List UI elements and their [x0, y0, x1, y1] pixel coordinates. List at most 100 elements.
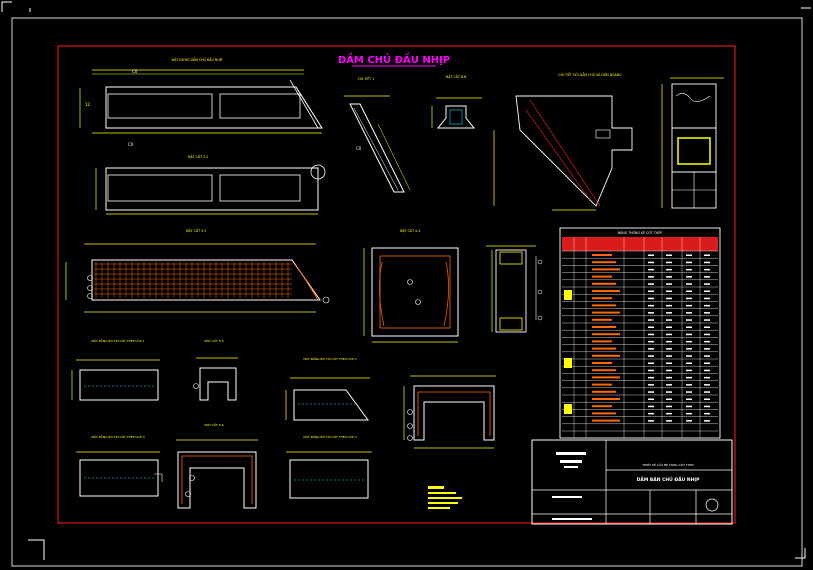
table-cell-value	[666, 319, 672, 321]
table-cell-value	[666, 326, 672, 328]
title-block-sheet-name: DẦM BẢN CHỦ ĐẦU NHỊP	[637, 474, 700, 483]
table-cell-value	[648, 369, 654, 372]
table-cell-value	[704, 340, 710, 343]
small-section-6-label: MẶT CẮT 6-6	[204, 422, 223, 427]
table-cell-value	[686, 268, 692, 271]
table-cell-value	[686, 333, 692, 336]
table-cell-value	[666, 348, 672, 350]
table-cell-value	[686, 276, 692, 278]
elevation-view: MẶT ĐỨNG DẦM CHỦ ĐẦU NHỊP 12 C0 C0	[79, 57, 323, 147]
table-bar-shape	[592, 369, 616, 372]
table-cell-value	[686, 412, 692, 415]
table-cell-value	[648, 326, 654, 328]
table-bar-shape	[592, 419, 620, 422]
table-cell-value	[704, 369, 710, 372]
table-cell-value	[686, 254, 692, 256]
table-cell-value	[686, 297, 692, 300]
table-cell-value	[648, 412, 654, 415]
table-cell-value	[648, 319, 654, 321]
table-cell-value	[704, 319, 710, 321]
table-bar-shape	[592, 405, 612, 408]
table-cell-value	[648, 276, 654, 278]
table-bar-shape	[592, 318, 612, 321]
small-section-3-label: MẶT BẰNG BỐ TRÍ CỐT THÉP LỚP 2	[303, 356, 356, 361]
scale-stamp	[705, 498, 719, 512]
table-bar-shape	[592, 275, 612, 278]
table-cell-value	[648, 355, 654, 357]
table-cell-value	[704, 398, 710, 400]
table-cell-value	[704, 326, 710, 328]
small-section-5-label: MẶT BẰNG BỐ TRÍ CỐT THÉP LỚP 3	[91, 434, 144, 439]
svg-text:C0: C0	[132, 69, 138, 74]
table-cell-value	[648, 405, 654, 408]
detail-1-view: CHI TIẾT 1 C0	[344, 75, 411, 193]
rebar-section-label: MẶT CẮT 4-4	[400, 228, 420, 233]
table-cell-value	[666, 391, 672, 393]
side-rebar-detail	[486, 245, 543, 333]
svg-text:C0: C0	[128, 142, 134, 147]
small-section-4-rebar-frame	[403, 375, 496, 449]
table-cell-value	[704, 304, 710, 307]
table-cell-value	[648, 340, 654, 343]
small-section-7-label: MẶT BẰNG BỐ TRÍ CỐT THÉP LỚP 4	[303, 434, 356, 439]
table-cell-value	[704, 290, 710, 292]
table-cell-value	[704, 362, 710, 364]
small-section-5: MẶT BẰNG BỐ TRÍ CỐT THÉP LỚP 3	[76, 434, 163, 497]
table-bar-shape	[592, 304, 616, 307]
table-cell-value	[666, 283, 672, 285]
table-cell-value	[666, 333, 672, 336]
rebar-grid	[94, 261, 319, 301]
table-bar-shape	[592, 383, 612, 386]
rebar-elevation-label: MẶT CẮT 3-3	[186, 228, 206, 233]
table-cell-value	[666, 420, 672, 422]
table-cell-value	[686, 362, 692, 364]
table-bar-shape	[592, 282, 616, 285]
table-cell-value	[666, 312, 672, 314]
drawing-title: DẦM CHỦ ĐẦU NHỊP	[338, 52, 450, 66]
table-cell-value	[666, 290, 672, 292]
table-cell-value	[648, 348, 654, 350]
rebar-schedule-table: BẢNG THỐNG KÊ CỐT THÉP	[559, 227, 721, 439]
table-cell-value	[648, 398, 654, 400]
small-section-7: MẶT BẰNG BỐ TRÍ CỐT THÉP LỚP 4	[286, 434, 372, 499]
table-cell-value	[686, 348, 692, 350]
small-section-2: MẶT CẮT 5-5	[193, 338, 238, 401]
table-cell-value	[666, 268, 672, 271]
table-cell-value	[648, 283, 654, 285]
table-cell-value	[666, 376, 672, 379]
title-block: THIẾT KẾ CẦU BÊ TÔNG CỐT THÉP DẦM BẢN CH…	[531, 439, 733, 525]
table-cell-value	[666, 398, 672, 400]
table-cell-value	[666, 276, 672, 278]
table-cell-value	[704, 261, 710, 264]
table-cell-value	[686, 405, 692, 408]
table-cell-value	[648, 261, 654, 264]
svg-text:12: 12	[85, 102, 91, 107]
table-cell-value	[648, 312, 654, 314]
table-cell-value	[704, 384, 710, 386]
table-cell-value	[648, 268, 654, 271]
table-bar-shape	[592, 362, 612, 364]
table-cell-value	[686, 261, 692, 264]
table-cell-value	[648, 290, 654, 292]
section-bb-view: MẶT CẮT B-B	[431, 74, 482, 129]
rebar-table-title: BẢNG THỐNG KÊ CỐT THÉP	[618, 230, 662, 235]
detail-1-label: CHI TIẾT 1	[358, 75, 374, 81]
table-bar-shape	[592, 290, 620, 292]
table-cell-value	[704, 391, 710, 393]
small-section-3: MẶT BẰNG BỐ TRÍ CỐT THÉP LỚP 2	[285, 356, 370, 421]
table-cell-value	[704, 297, 710, 300]
small-section-6: MẶT CẮT 6-6	[176, 422, 258, 509]
table-cell-value	[648, 333, 654, 336]
small-section-2-label: MẶT CẮT 5-5	[204, 338, 223, 343]
table-cell-value	[704, 405, 710, 408]
table-bar-shape	[592, 333, 620, 336]
table-cell-value	[704, 355, 710, 357]
table-cell-value	[704, 283, 710, 285]
table-cell-value	[648, 391, 654, 393]
plan-view: MẶT CẮT 2-2	[95, 154, 326, 215]
table-cell-value	[704, 420, 710, 422]
table-cell-value	[704, 268, 710, 271]
table-cell-value	[686, 369, 692, 372]
section-bb-label: MẶT CẮT B-B	[446, 74, 467, 79]
